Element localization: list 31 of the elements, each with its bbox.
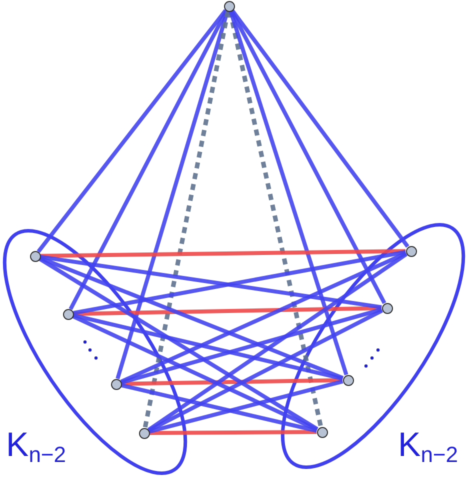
edge	[72, 313, 344, 381]
vertex-circle	[62, 308, 74, 320]
dashed-edge	[142, 10, 230, 428]
edge	[148, 308, 384, 432]
edge	[116, 10, 230, 380]
edge	[120, 383, 318, 433]
vertex-circle	[138, 428, 150, 438]
edge	[39, 256, 344, 380]
edge	[73, 250, 406, 315]
set-label: K$_{n−2}$	[398, 428, 458, 466]
edge	[68, 10, 228, 310]
vertex-circle	[406, 246, 416, 256]
edge	[72, 314, 318, 432]
vertex-circle	[316, 426, 328, 438]
vertex-circle	[224, 0, 234, 12]
edge	[40, 249, 406, 258]
edge	[230, 10, 386, 304]
edge	[149, 430, 317, 435]
vertex-circle	[342, 374, 354, 386]
edge	[148, 379, 344, 434]
set-label: K$_{n−2}$	[6, 428, 66, 466]
edge	[228, 10, 348, 376]
edge	[230, 9, 410, 248]
edge	[120, 308, 382, 384]
edge	[38, 257, 318, 431]
edge	[40, 254, 382, 310]
edge	[36, 9, 228, 253]
vertex-circle	[382, 302, 392, 314]
dashed-edge	[228, 10, 324, 428]
vertex-circle	[30, 250, 40, 262]
vertex-circle	[110, 378, 122, 390]
